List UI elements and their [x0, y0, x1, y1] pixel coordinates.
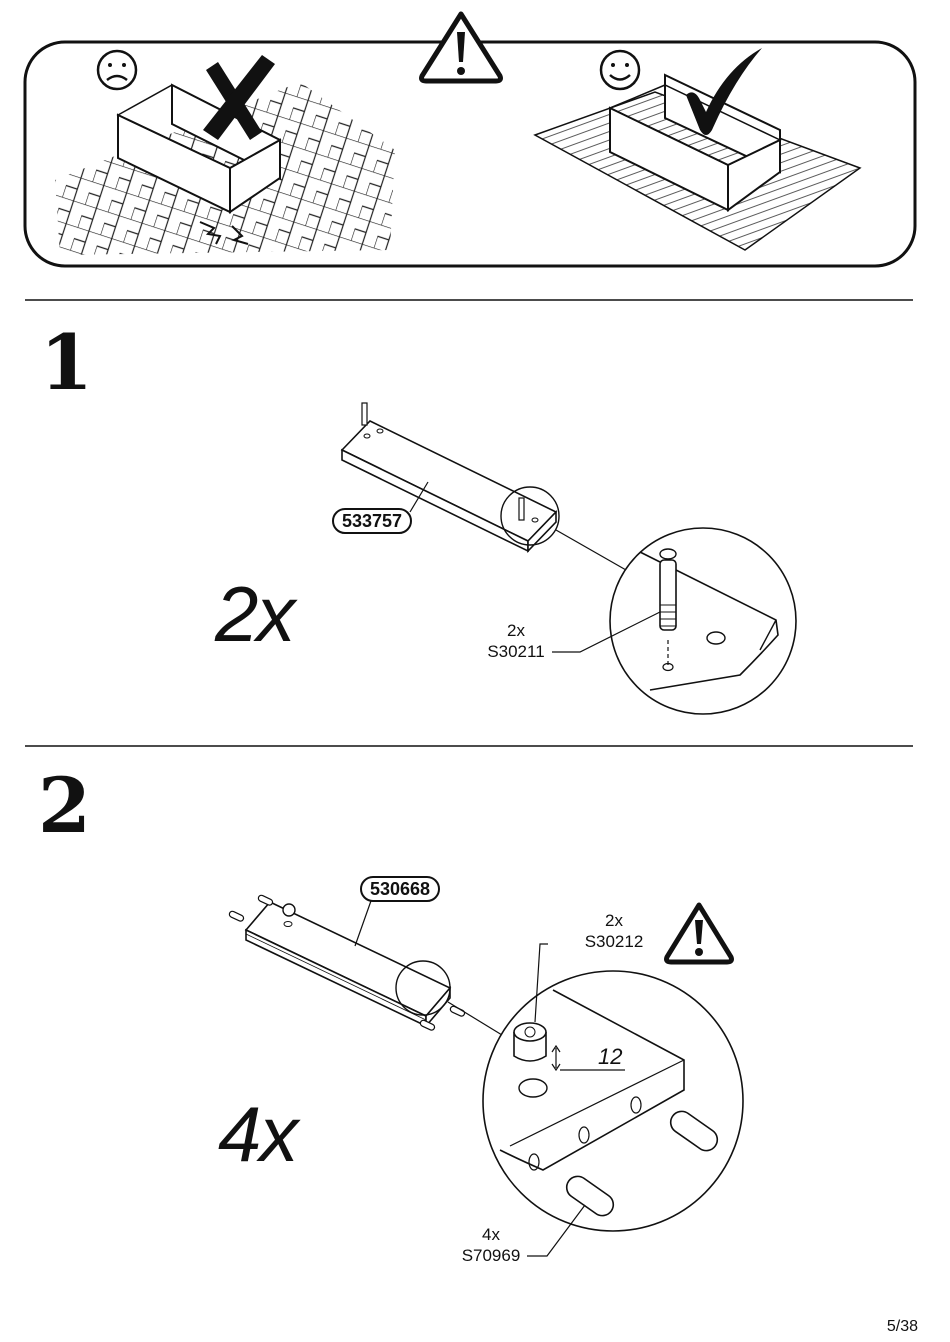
checkmark-icon — [686, 48, 762, 135]
fitting-label: 4x S70969 — [455, 1224, 527, 1266]
fitting-code: S30211 — [487, 642, 545, 661]
fitting-label: 2x S30211 — [480, 620, 552, 662]
sad-face-icon — [96, 49, 138, 91]
step2-drawing — [228, 894, 744, 1257]
fitting-code: S70969 — [461, 1246, 521, 1265]
hard-floor-scene — [55, 82, 395, 255]
fitting-qty: 2x — [507, 621, 525, 640]
warning-triangle-icon — [664, 902, 734, 965]
dimension-label: 12 — [598, 1044, 623, 1069]
happy-face-icon — [599, 49, 641, 91]
warning-panel — [23, 11, 917, 268]
step-number: 2 — [38, 761, 91, 850]
step-quantity: 4x — [218, 1090, 298, 1178]
cross-mark-icon — [203, 55, 275, 140]
page-number: 5/38 — [886, 1318, 918, 1335]
part-number-badge: 530668 — [360, 876, 441, 902]
step-quantity: 2x — [215, 570, 295, 658]
step1-drawing — [340, 402, 797, 715]
fitting-code: S30212 — [584, 932, 644, 951]
fitting-qty: 4x — [482, 1225, 500, 1244]
part-number-badge: 533757 — [332, 508, 413, 534]
warning-triangle-icon — [419, 11, 503, 84]
fitting-qty: 2x — [605, 911, 623, 930]
step-number: 1 — [40, 318, 93, 407]
fitting-label: 2x S30212 — [578, 910, 650, 952]
